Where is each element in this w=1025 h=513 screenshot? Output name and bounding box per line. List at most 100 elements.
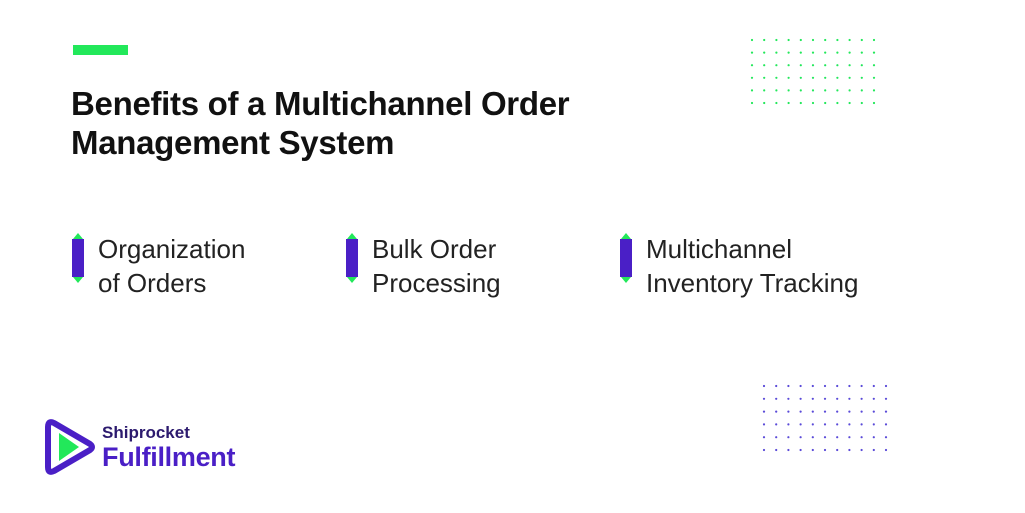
decor-dot <box>848 64 851 67</box>
decor-dot <box>787 410 790 413</box>
decor-dot <box>811 423 814 426</box>
decor-dot <box>860 76 863 79</box>
decor-dot <box>848 448 851 452</box>
decor-dot <box>787 76 790 79</box>
decor-dot <box>775 64 778 67</box>
decor-dot <box>823 397 827 400</box>
decor-dot <box>824 89 827 92</box>
decor-dot <box>884 436 888 439</box>
decor-dot <box>762 436 766 439</box>
decor-dot <box>824 76 827 79</box>
decor-dot <box>884 397 888 400</box>
decor-dot <box>860 64 863 67</box>
decor-dot <box>763 76 766 79</box>
decor-dot <box>884 410 888 413</box>
decor-dot <box>848 436 851 439</box>
decor-dot <box>836 410 839 413</box>
decor-dot <box>836 384 839 388</box>
decor-dot <box>836 397 839 400</box>
decor-dot <box>775 423 778 426</box>
decor-dot <box>872 51 876 54</box>
decor-dot <box>775 410 778 413</box>
decor-dot <box>860 448 863 452</box>
decor-dot <box>799 423 802 426</box>
logo-brand-name: Shiprocket <box>102 423 190 442</box>
decor-dot <box>787 448 790 452</box>
decor-dot <box>787 51 790 54</box>
decor-dot <box>763 89 766 92</box>
benefit-label: Multichannel Inventory Tracking <box>646 232 858 300</box>
decor-dot <box>872 436 875 439</box>
decor-dot <box>811 38 815 42</box>
decor-dot <box>799 448 802 452</box>
decor-dot <box>799 410 802 413</box>
decor-dot <box>823 448 827 452</box>
decor-dot <box>824 38 827 42</box>
decor-dot <box>775 76 778 79</box>
decor-dot <box>775 101 778 105</box>
decor-dot <box>872 76 876 79</box>
decor-dot <box>763 101 766 105</box>
decor-dot <box>787 89 790 92</box>
decor-dot <box>787 423 790 426</box>
decor-dot <box>848 384 851 388</box>
decor-dot <box>872 448 875 452</box>
decor-dot <box>775 51 778 54</box>
decor-dot <box>860 423 863 426</box>
decor-dot <box>884 384 888 388</box>
bullet-marker-icon <box>620 233 632 289</box>
benefit-label-line-2: of Orders <box>98 268 207 298</box>
decor-dot <box>848 423 851 426</box>
play-icon <box>45 419 95 475</box>
benefit-label: Bulk Order Processing <box>372 232 501 300</box>
decor-dot <box>775 89 778 92</box>
decor-dot <box>775 448 778 452</box>
decor-dot <box>799 384 802 388</box>
accent-bar <box>73 45 128 55</box>
decor-dot <box>823 436 827 439</box>
decor-dot <box>872 64 876 67</box>
decor-dot <box>836 51 839 54</box>
bullet-marker-icon <box>346 233 358 289</box>
page-title-line-1: Benefits of a Multichannel Order <box>71 85 570 122</box>
decor-dot <box>824 51 827 54</box>
decor-dot <box>787 436 790 439</box>
decor-dot <box>799 38 802 42</box>
logo-product-name: Fulfillment <box>102 442 236 472</box>
decor-dot <box>787 38 790 42</box>
decor-dot <box>848 397 851 400</box>
decor-dot <box>811 397 814 400</box>
decor-dot <box>762 384 766 388</box>
decor-dot <box>836 38 839 42</box>
decor-dot <box>762 397 766 400</box>
decor-dot <box>848 51 851 54</box>
decor-dot <box>823 410 827 413</box>
decor-dot <box>811 64 815 67</box>
decor-dot <box>872 397 875 400</box>
decor-dot <box>884 448 888 452</box>
decor-dot <box>860 384 863 388</box>
bullet-marker-icon <box>72 233 84 289</box>
decor-dot <box>872 410 875 413</box>
decor-dot <box>750 51 754 54</box>
decor-dot <box>775 38 778 42</box>
decor-dot <box>848 410 851 413</box>
decor-dot <box>811 101 815 105</box>
benefit-label-line-2: Processing <box>372 268 501 298</box>
benefit-bulk-order-processing: Bulk Order Processing <box>346 232 501 300</box>
decor-dot <box>848 76 851 79</box>
decor-dot <box>799 76 802 79</box>
page-title: Benefits of a Multichannel Order Managem… <box>71 84 691 162</box>
decor-dot <box>848 89 851 92</box>
decor-dot <box>860 397 863 400</box>
decor-dot <box>823 384 827 388</box>
benefit-label-line-1: Bulk Order <box>372 234 497 264</box>
decor-dot <box>836 76 839 79</box>
decor-dot <box>811 410 814 413</box>
decor-dot <box>860 436 863 439</box>
benefit-label: Organization of Orders <box>98 232 245 300</box>
purple-dot-grid <box>762 384 888 452</box>
decor-dot <box>750 64 754 67</box>
decor-dot <box>763 64 766 67</box>
decor-dot <box>762 423 766 426</box>
